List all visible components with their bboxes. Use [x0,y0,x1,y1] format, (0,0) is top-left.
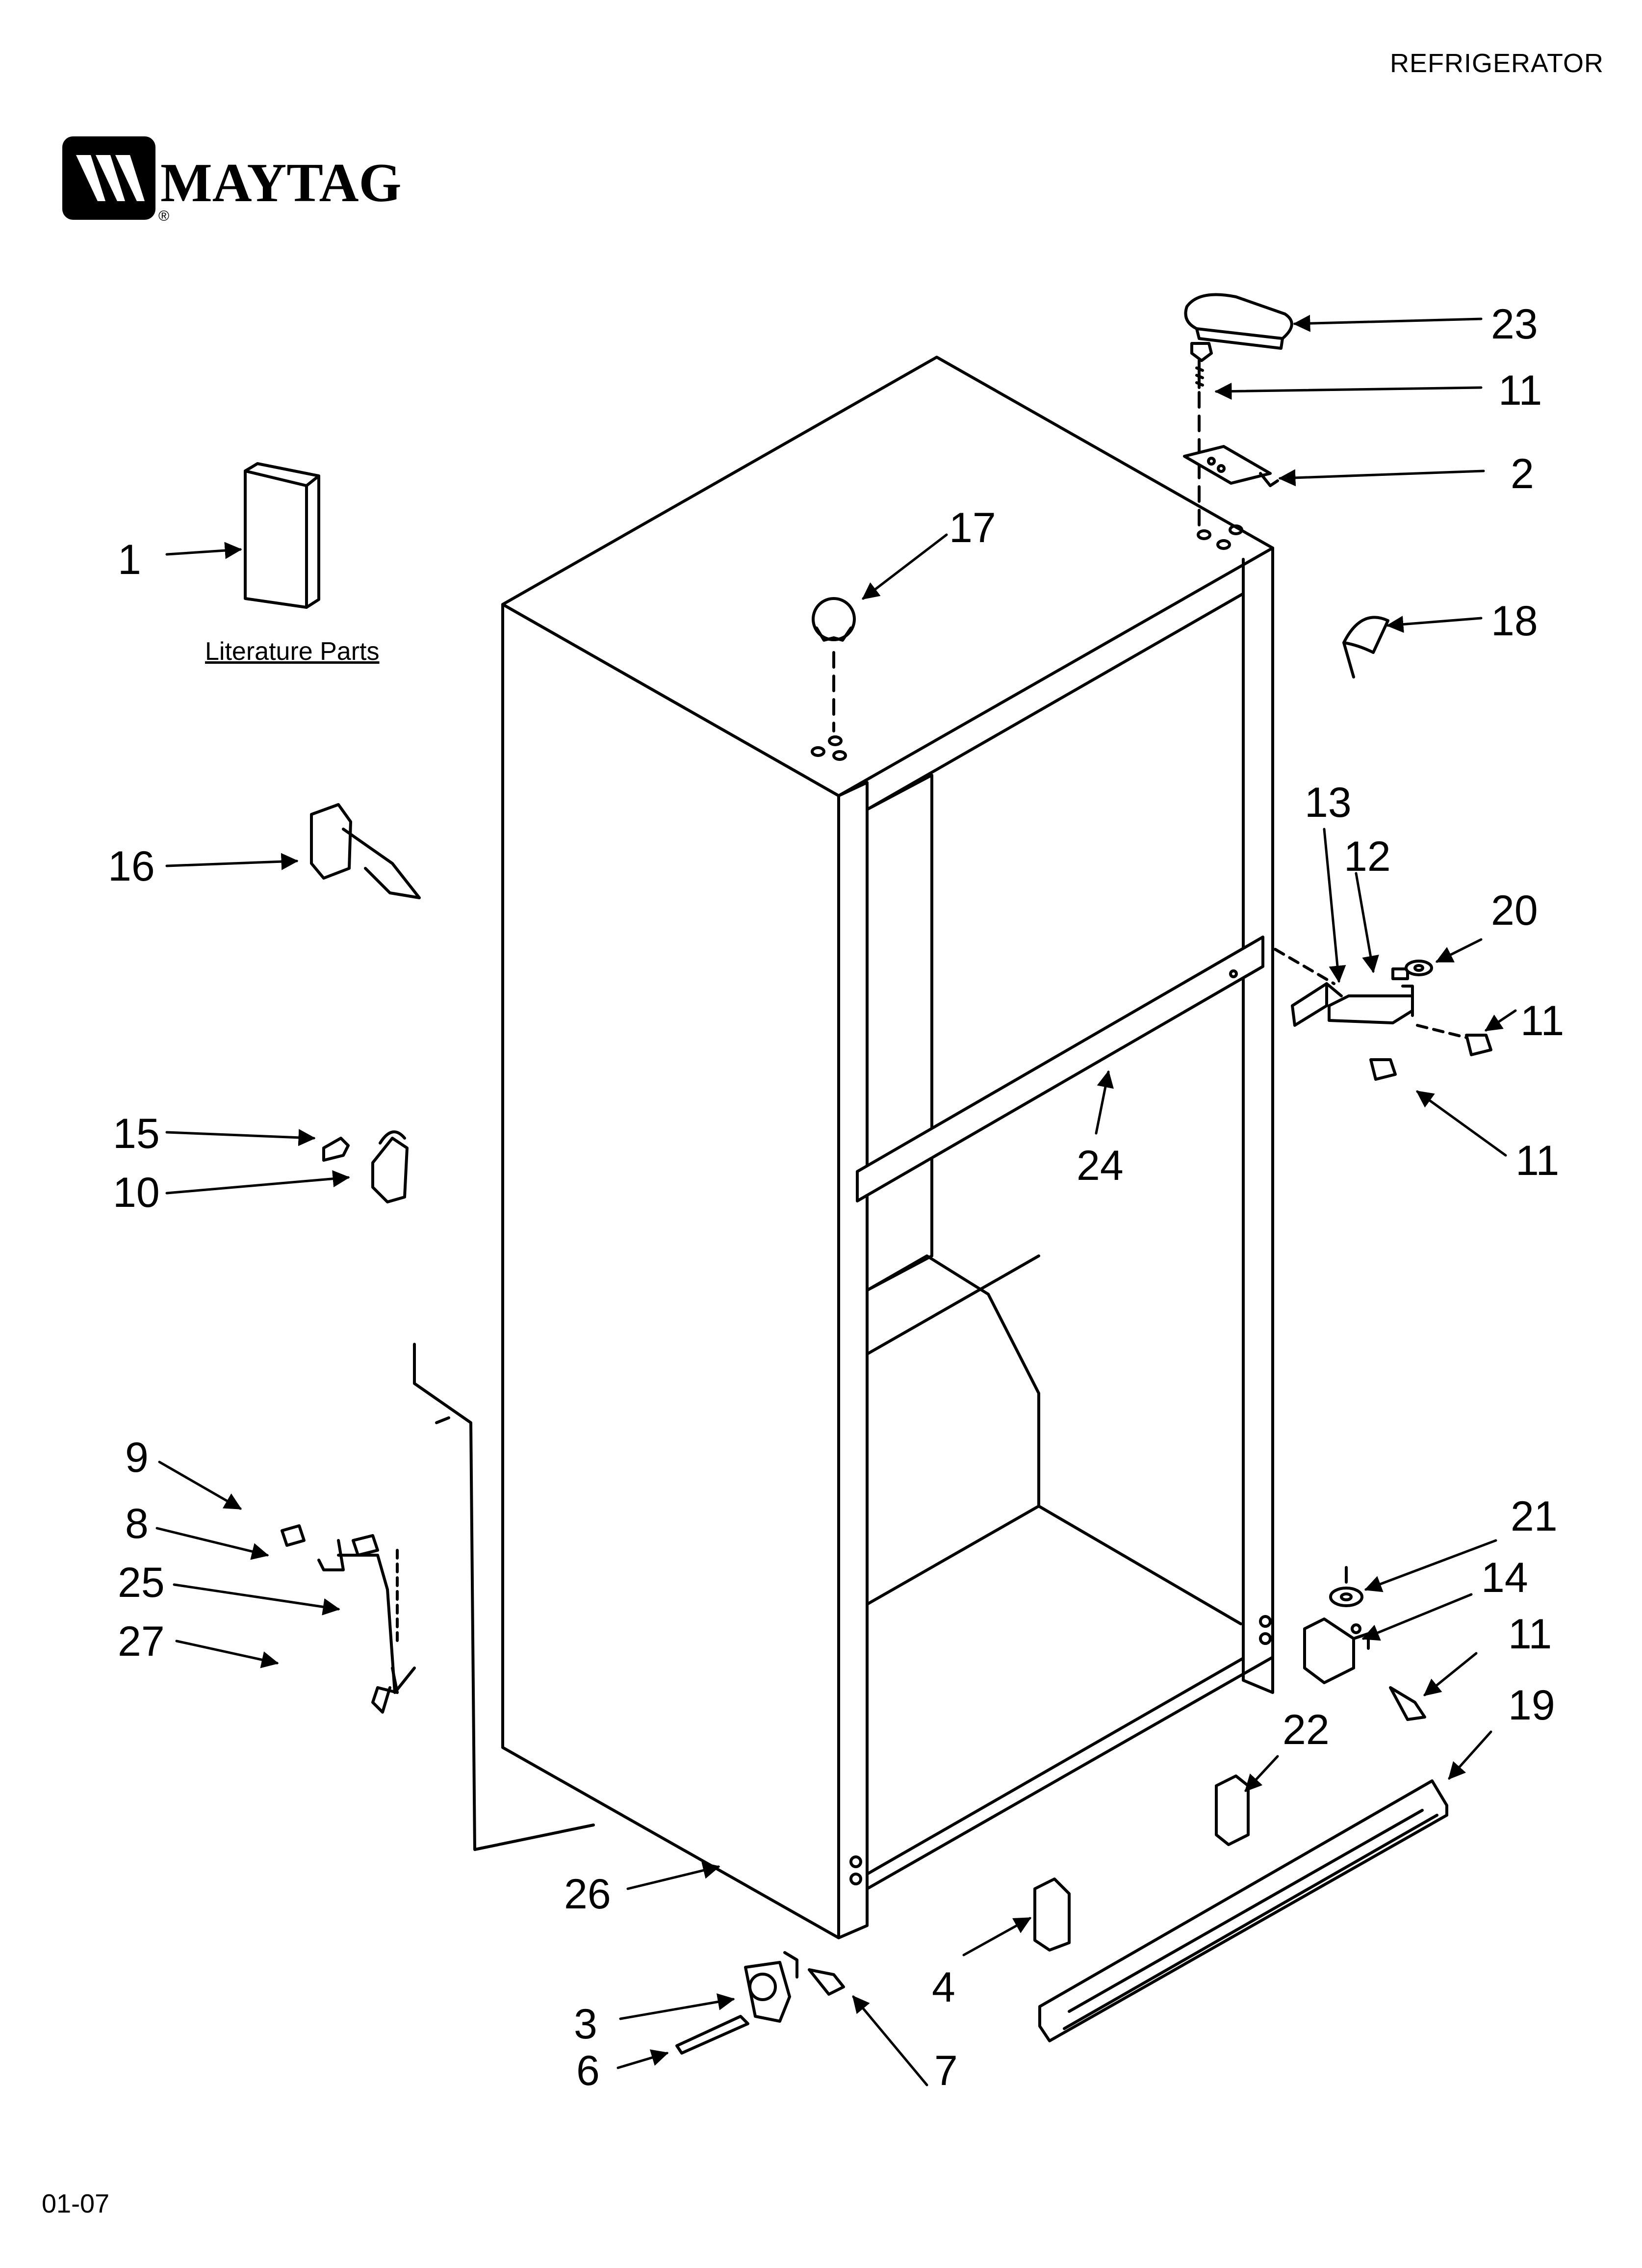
door-handle-pin [310,803,421,899]
callout-10: 10 [113,1169,160,1216]
callout-21: 21 [1511,1493,1558,1540]
callout-15: 14 [1481,1554,1528,1601]
callout-17: 17 [949,504,996,551]
callout-6: 6 [576,2047,600,2094]
callout-8: 8 [125,1500,149,1547]
leveling-roller [744,1951,798,2023]
literature-book [244,462,320,609]
callout-11-center-lower: 11 [1515,1137,1559,1184]
callout-23: 23 [1491,301,1538,348]
refrigerator-cabinet [501,356,1274,1939]
page-header-title: REFRIGERATOR [1389,49,1604,78]
callout-22: 22 [1283,1706,1330,1753]
door-closer [322,1130,409,1203]
callout-leaders [155,314,1517,2086]
toe-grille [1038,1779,1448,2042]
leveling-screw [808,1968,845,1996]
registered-mark: ® [158,208,169,224]
callout-13: 13 [1305,779,1352,826]
callout-3: 3 [574,2001,597,2048]
hinge-cap [1342,616,1389,678]
revision-code: 01-07 [42,2189,110,2218]
callout-11-top: 11 [1498,367,1542,414]
callout-11-bottom: 11 [1508,1611,1552,1658]
maytag-logo: MAYTAG ® [62,136,402,224]
door-stop-pin [812,597,856,732]
callout-4: 4 [932,1964,955,2011]
bottom-hinge [1303,1617,1370,1684]
callout-12: 12 [1344,833,1391,880]
roller-pin [675,2015,749,2055]
callout-20: 20 [1491,887,1538,934]
lower-hinge-assembly [281,1343,595,1851]
callout-18: 18 [1491,598,1538,645]
callout-9: 9 [125,1434,149,1481]
callout-14: 15 [113,1110,160,1157]
center-hinge [1274,948,1492,1081]
callout-7: 7 [934,2047,958,2094]
brand-name: MAYTAG [160,153,402,213]
callout-labels: 1 23 11 2 17 18 16 13 12 20 11 11 24 15 … [108,301,1564,2094]
top-hinge [1183,445,1279,487]
top-hinge-screw [1190,342,1213,531]
hinge-washer-bottom [1329,1566,1363,1607]
callout-26: 26 [564,1871,611,1918]
callout-2: 2 [1511,450,1534,497]
grille-clip-right [1215,1774,1250,1846]
callout-27: 27 [118,1618,165,1665]
hinge-washer-top [1405,960,1433,976]
callout-11-center-right: 11 [1520,997,1564,1044]
grille-clip-left [1033,1877,1071,1952]
callout-19: 19 [1508,1682,1555,1729]
bottom-hinge-screw [1389,1686,1426,1721]
top-hinge-cover [1184,293,1293,350]
callout-24: 24 [1077,1142,1124,1189]
literature-parts-caption: Literature Parts [205,637,380,666]
callout-1: 1 [118,536,141,583]
callout-16: 16 [108,843,155,890]
callout-25: 25 [118,1559,165,1606]
